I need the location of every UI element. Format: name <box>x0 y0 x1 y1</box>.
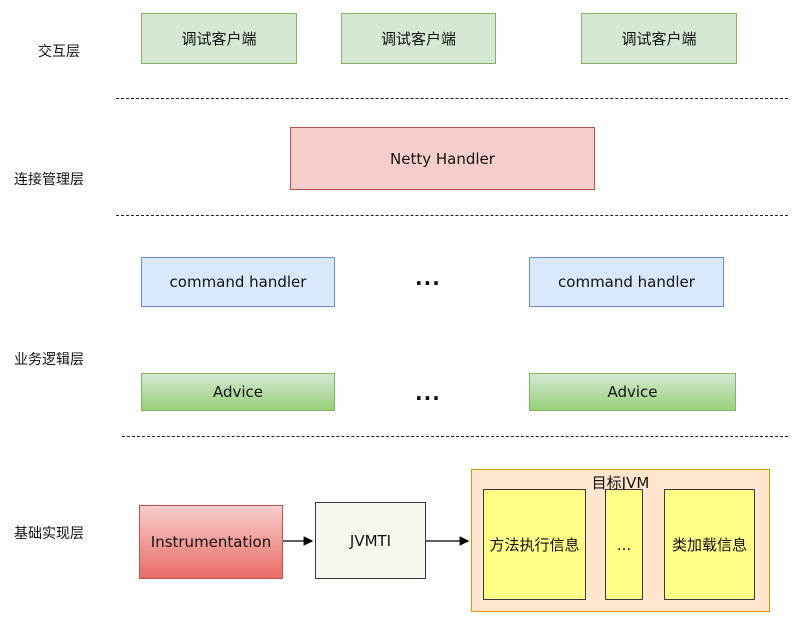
advice-ellipsis: ... <box>415 381 441 405</box>
netty-handler-box: Netty Handler <box>290 127 595 190</box>
debug-client-box: 调试客户端 <box>581 13 737 64</box>
debug-client-box: 调试客户端 <box>341 13 496 64</box>
instrumentation-box: Instrumentation <box>139 505 283 579</box>
class-loading-info-box: 类加载信息 <box>664 489 755 600</box>
advice-box: Advice <box>529 373 736 411</box>
command-handler-box: command handler <box>529 257 724 307</box>
layer-label-foundation: 基础实现层 <box>14 526 84 542</box>
jvm-ellipsis-box: ... <box>605 489 643 600</box>
advice-box: Advice <box>141 373 335 411</box>
layer-divider <box>116 215 788 216</box>
debug-client-box: 调试客户端 <box>141 13 297 64</box>
command-handler-box: command handler <box>141 257 335 307</box>
layer-label-business: 业务逻辑层 <box>14 352 84 368</box>
layer-label-interaction: 交互层 <box>38 44 80 60</box>
layer-divider <box>122 436 788 437</box>
layer-divider <box>116 98 788 99</box>
jvmti-box: JVMTI <box>315 502 426 579</box>
layer-label-connection: 连接管理层 <box>14 172 84 188</box>
handler-ellipsis: ... <box>415 266 441 290</box>
method-info-box: 方法执行信息 <box>483 489 586 600</box>
